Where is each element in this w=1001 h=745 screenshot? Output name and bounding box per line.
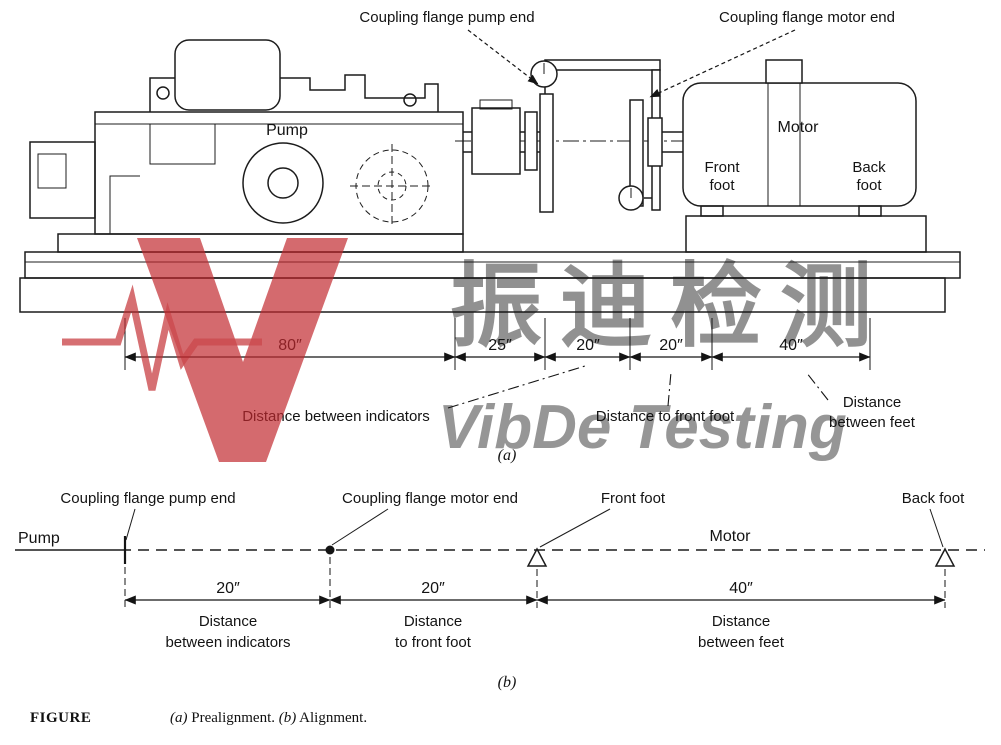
motor-terminal-box xyxy=(765,59,803,84)
watermark-en-text: VibDe Testing xyxy=(438,393,847,462)
b-leader-pump-end xyxy=(125,508,136,541)
coupling-motor-label: Coupling flange motor end xyxy=(719,9,895,26)
subfigure-b-tag: (b) xyxy=(498,674,517,691)
b-ann2-line1: Distance xyxy=(404,613,462,630)
dim-20a-label: 20″ xyxy=(576,337,600,354)
ann-indicators-leader xyxy=(447,365,586,409)
b-ann2-line2: to front foot xyxy=(395,634,472,651)
bearing-cap xyxy=(479,99,513,110)
b-front-foot-triangle xyxy=(526,547,548,567)
b-ann1-line1: Distance xyxy=(199,613,257,630)
coupling-labels: Coupling flange pump end Coupling flange… xyxy=(359,9,895,98)
ann-feet-leader xyxy=(805,371,829,401)
caption-a-text: Prealignment. xyxy=(191,710,275,726)
b-leader-motor-end xyxy=(331,508,389,546)
coupling-pump-leader xyxy=(467,29,539,85)
shaft-collar xyxy=(524,111,538,171)
pump-top-step-right xyxy=(280,74,439,112)
b-coupling-pump-label: Coupling flange pump end xyxy=(60,490,235,507)
caption-b-tag: (b) xyxy=(278,710,297,726)
annotations-a: Distance between indicators Distance to … xyxy=(242,365,916,464)
coupling-pump-label: Coupling flange pump end xyxy=(359,9,534,26)
watermark: 振迪检测 VibDe Testing xyxy=(62,238,890,462)
figure-caption: FIGURE (a) Prealignment. (b) Alignment. xyxy=(0,706,1001,736)
ann-front-foot-leader xyxy=(667,371,672,407)
ann-front-foot: Distance to front foot xyxy=(596,408,735,425)
pump-pedestal xyxy=(57,233,464,253)
motor-coupling-hub xyxy=(647,117,663,167)
back-foot-label-2: foot xyxy=(856,177,882,194)
pump-internal-block xyxy=(149,124,216,165)
b-coupling-motor-label: Coupling flange motor end xyxy=(342,490,518,507)
caption-b-text: Alignment. xyxy=(299,710,368,726)
motor-back-foot xyxy=(858,205,882,217)
pump-bolt-hole-right xyxy=(403,93,417,107)
b-back-foot-triangle xyxy=(934,547,956,567)
motor-front-foot xyxy=(700,205,724,217)
baseplate-lower xyxy=(19,277,946,313)
b-pump-label: Pump xyxy=(18,530,60,547)
b-leader-front-foot xyxy=(539,508,611,548)
front-foot-label-2: foot xyxy=(709,177,735,194)
b-ann1-line2: between indicators xyxy=(165,634,290,651)
b-dim-40-label: 40″ xyxy=(729,580,753,597)
watermark-v-logo xyxy=(137,238,348,462)
pump-top-cap xyxy=(174,39,281,111)
b-motor-label: Motor xyxy=(710,528,752,545)
ann-feet-2: between feet xyxy=(829,414,916,431)
b-back-foot-label: Back foot xyxy=(902,490,965,507)
coupling-flange-pump xyxy=(539,93,554,213)
b-motor-flange-dot xyxy=(325,545,335,555)
pump-bearing-inner xyxy=(267,167,299,199)
b-dim-20b-label: 20″ xyxy=(421,580,445,597)
watermark-cn-text: 振迪检测 xyxy=(450,253,890,360)
b-dim-20a-label: 20″ xyxy=(216,580,240,597)
alignment-schematic: Coupling flange pump end Coupling flange… xyxy=(15,490,985,691)
back-foot-label-1: Back xyxy=(852,159,886,176)
bearing-housing xyxy=(471,107,521,175)
indicator-bracket-bar xyxy=(544,59,661,71)
motor-label: Motor xyxy=(778,119,820,136)
b-ann3-line2: between feet xyxy=(698,634,785,651)
b-ann3-line1: Distance xyxy=(712,613,770,630)
subfigure-a-tag: (a) xyxy=(498,447,517,464)
pump-bearing-circle xyxy=(242,142,324,224)
motor-assembly: Motor Front foot Back foot xyxy=(647,59,927,253)
pump-top-step-left xyxy=(149,77,175,112)
motor-base-block xyxy=(685,215,927,253)
pump-bolt-hole-left xyxy=(156,86,170,100)
dim-25-label: 25″ xyxy=(488,337,512,354)
pump-internal-step xyxy=(109,175,140,234)
caption-a-tag: (a) xyxy=(170,710,188,726)
pump-left-bracket xyxy=(29,141,96,219)
pump-left-bracket-inner xyxy=(37,153,67,189)
figure-word: FIGURE xyxy=(30,710,92,726)
pump-assembly: Pump xyxy=(29,39,464,253)
dim-20b-label: 20″ xyxy=(659,337,683,354)
ann-indicators: Distance between indicators xyxy=(242,408,430,425)
prealignment-drawing: Pump xyxy=(19,9,961,464)
front-foot-label-1: Front xyxy=(704,159,740,176)
b-leader-back-foot xyxy=(929,508,944,548)
ann-feet-1: Distance xyxy=(843,394,901,411)
b-front-foot-label: Front foot xyxy=(601,490,666,507)
coupling-motor-leader xyxy=(649,29,796,98)
caption-text: (a) Prealignment. (b) Alignment. xyxy=(170,710,367,727)
dim-40-label: 40″ xyxy=(779,337,803,354)
pump-label: Pump xyxy=(266,122,308,139)
